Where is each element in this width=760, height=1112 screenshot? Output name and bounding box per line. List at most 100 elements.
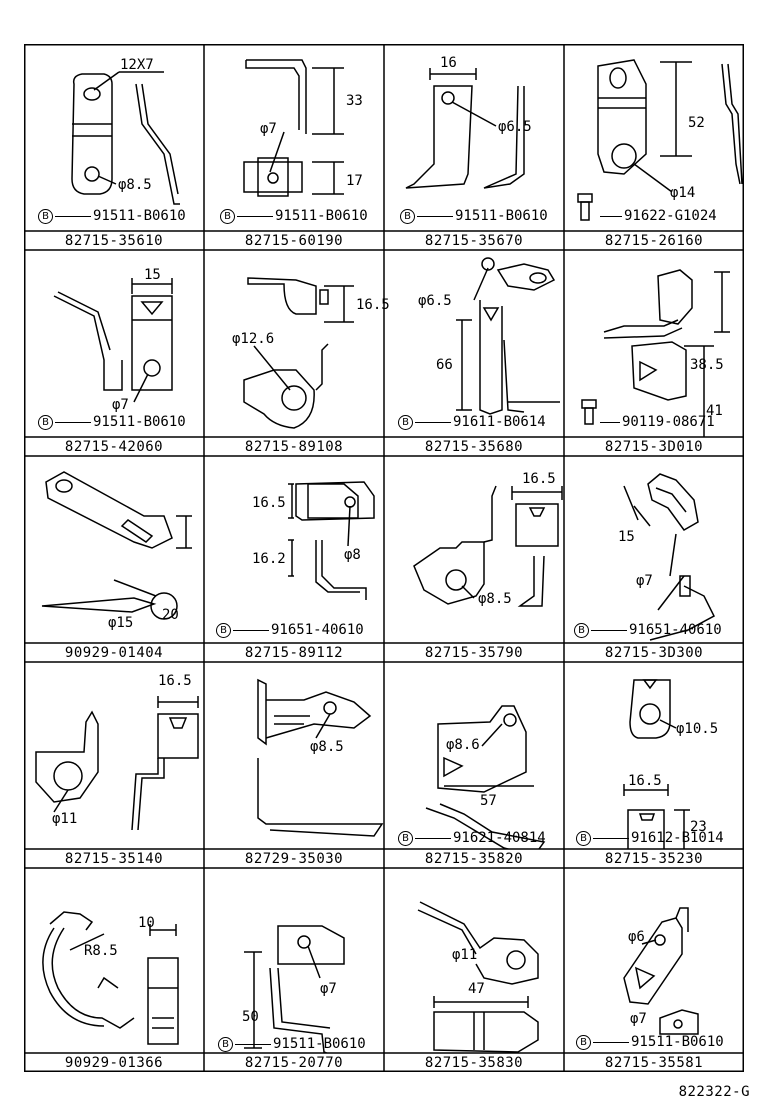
dim-label: φ6	[628, 929, 645, 945]
part-cell: 10 R8.5 90929-01366	[24, 868, 204, 1072]
part-number: 82715-35680	[424, 439, 524, 455]
bolt-callout: B 91511-B0610	[220, 208, 368, 224]
dim-label: 12X7	[120, 57, 154, 73]
bolt-part-number: 91511-B0610	[93, 414, 186, 430]
part-number: 90929-01366	[64, 1055, 164, 1071]
bolt-part-number: 91511-B0610	[93, 208, 186, 224]
dim-label: 15	[144, 267, 161, 283]
bracket-drawing	[456, 257, 560, 415]
part-number: 82715-26160	[604, 233, 704, 249]
bolt-callout: B 91621-40814	[398, 830, 546, 846]
bolt-symbol: B	[38, 208, 53, 224]
bolt-part-number: 91651-40610	[629, 622, 722, 638]
dim-label: φ8.5	[478, 591, 512, 607]
dim-label: 16.5	[522, 471, 556, 487]
part-number: 82715-35830	[424, 1055, 524, 1071]
bolt-symbol: B	[398, 414, 413, 430]
part-cell: 16.5 φ11 82715-35140	[24, 662, 204, 868]
part-number: 82715-35790	[424, 645, 524, 661]
bracket-drawing	[417, 901, 539, 1053]
bracket-drawing	[581, 269, 730, 437]
dim-label: φ10.5	[676, 721, 719, 737]
dim-label: 47	[468, 981, 485, 997]
part-number: 82715-35140	[64, 851, 164, 867]
bolt-symbol: B	[574, 622, 589, 638]
dim-label: 52	[688, 115, 705, 131]
bracket-drawing	[244, 925, 345, 1053]
bolt-part-number: 91612-B1014	[631, 830, 724, 846]
bracket-drawing	[288, 481, 375, 600]
dim-label: 10	[138, 915, 155, 931]
dim-label: R8.5	[84, 943, 118, 959]
dim-label: 16.5	[252, 495, 286, 511]
bracket-drawing	[413, 485, 563, 607]
bracket-drawing	[405, 68, 525, 189]
bolt-part-number: 91651-40610	[271, 622, 364, 638]
bolt-callout: B 91612-B1014	[576, 830, 724, 846]
dim-label: 17	[346, 173, 363, 189]
dim-label: φ7	[630, 1011, 647, 1027]
bolt-symbol: B	[220, 208, 235, 224]
bolt-part-number: 91622-G1024	[624, 208, 717, 224]
bolt-callout: 91622-G1024	[600, 208, 717, 224]
bolt-symbol: B	[216, 622, 231, 638]
dim-label: φ8.6	[446, 737, 480, 753]
bolt-symbol: B	[218, 1036, 233, 1052]
bolt-callout: B 91511-B0610	[38, 414, 186, 430]
bracket-drawing	[623, 473, 715, 641]
bolt-part-number: 90119-08671	[622, 414, 715, 430]
dim-label: 33	[346, 93, 363, 109]
part-cell: 16.5 φ12.6 82715-89108	[204, 250, 390, 456]
bolt-symbol: B	[38, 414, 53, 430]
bolt-part-number: 91611-B0614	[453, 414, 546, 430]
dim-label: φ7	[112, 397, 129, 413]
part-number: 82715-89108	[244, 439, 344, 455]
bracket-drawing	[35, 696, 199, 831]
dim-label: φ6.5	[498, 119, 532, 135]
bolt-symbol: B	[576, 830, 591, 846]
dim-label: φ6.5	[418, 293, 452, 309]
part-cell: 52 φ14 91622-G1024 82715-26160	[564, 44, 744, 250]
dim-label: 16.5	[356, 297, 390, 313]
part-number: 82715-3D010	[604, 439, 704, 455]
bracket-drawing	[257, 678, 384, 837]
dim-label: φ8	[344, 547, 361, 563]
part-number: 82715-35581	[604, 1055, 704, 1071]
dim-label: 66	[436, 357, 453, 373]
bolt-part-number: 91511-B0610	[275, 208, 368, 224]
dim-label: φ7	[320, 981, 337, 997]
bracket-drawing	[71, 71, 180, 205]
bolt-callout: B 91611-B0614	[398, 414, 546, 430]
dim-label: 16.5	[158, 673, 192, 689]
bolt-part-number: 91511-B0610	[455, 208, 548, 224]
bolt-callout: B 91651-40610	[574, 622, 722, 638]
part-number: 90929-01404	[64, 645, 164, 661]
dim-label: φ11	[452, 947, 478, 963]
dim-label: φ8.5	[310, 739, 344, 755]
part-number: 82715-35230	[604, 851, 704, 867]
bracket-drawing	[243, 59, 344, 197]
bolt-callout: 90119-08671	[600, 414, 715, 430]
document-id: 822322-G	[678, 1084, 750, 1100]
dim-label: φ7	[636, 573, 653, 589]
dim-label: φ12.6	[232, 331, 275, 347]
dim-label: 57	[480, 793, 497, 809]
part-number: 82715-20770	[244, 1055, 344, 1071]
bolt-part-number: 91621-40814	[453, 830, 546, 846]
dim-label: 41	[706, 403, 723, 419]
part-cell: 16.5 φ8.5 82715-35790	[384, 456, 564, 662]
dim-label: 38.5	[690, 357, 724, 373]
bolt-callout: B 91651-40610	[216, 622, 364, 638]
part-cell: 38.5 41 90119-08671 82715-3D010	[564, 250, 744, 456]
bolt-symbol: B	[398, 830, 413, 846]
